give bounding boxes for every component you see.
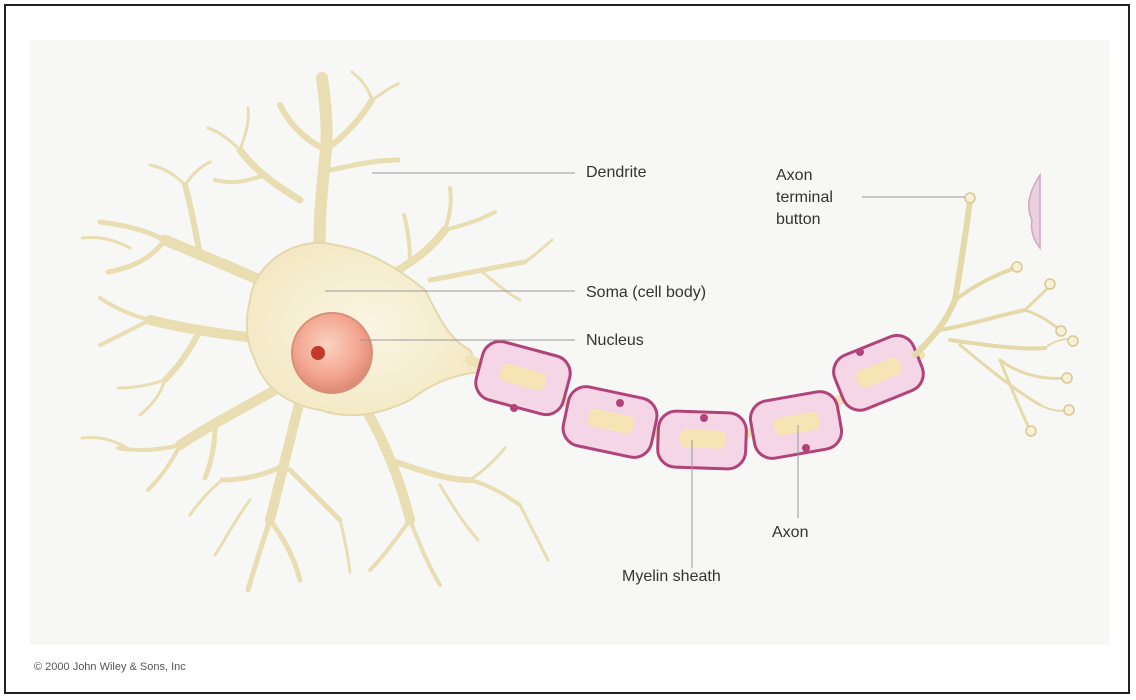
terminal-buttons: [965, 193, 1078, 436]
label-axon: Axon: [772, 522, 808, 544]
label-nucleus: Nucleus: [586, 330, 644, 352]
label-dendrite: Dendrite: [586, 162, 646, 184]
label-myelin-sheath: Myelin sheath: [622, 566, 721, 588]
nucleus: [292, 313, 372, 393]
label-soma: Soma (cell body): [586, 282, 706, 304]
copyright-notice: © 2000 John Wiley & Sons, Inc: [34, 661, 186, 673]
nucleolus: [311, 346, 325, 360]
axon-terminals: [915, 200, 1072, 430]
target-cell: [1029, 175, 1040, 248]
label-axon-terminal: Axon terminal button: [776, 165, 833, 231]
